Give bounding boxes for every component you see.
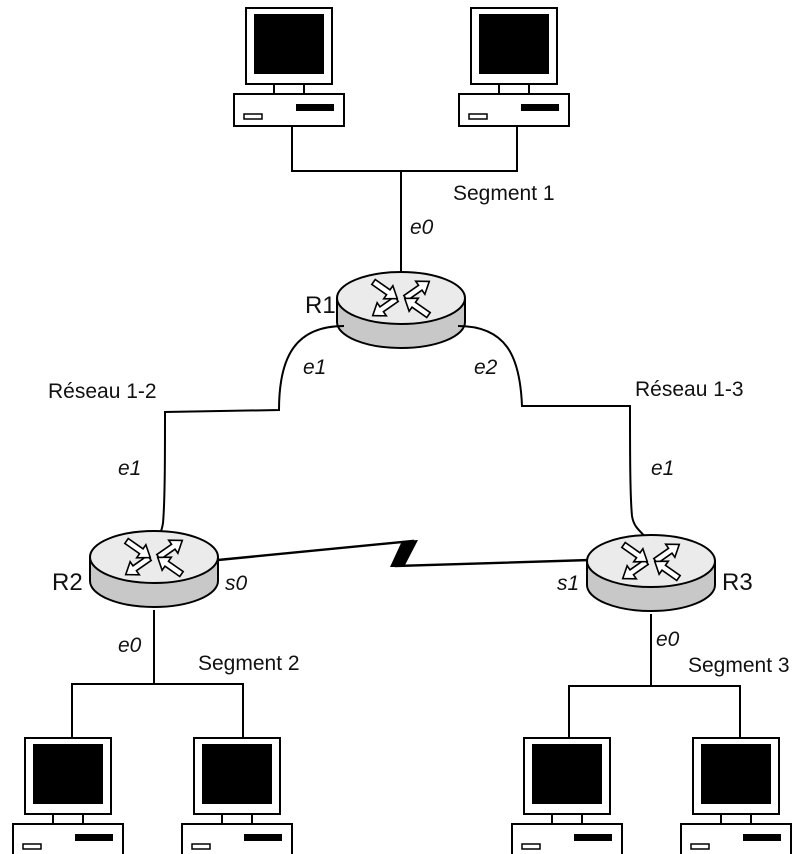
reseau-1-3-label: Réseau 1-3: [635, 378, 744, 401]
segment-3-label: Segment 3: [688, 654, 790, 677]
router-icon: [89, 530, 219, 608]
segment-2-label: Segment 2: [198, 652, 300, 675]
computer-icon: [181, 737, 293, 854]
interface-label: e1: [118, 457, 141, 480]
interface-label: e0: [410, 216, 434, 239]
computer-icon: [458, 7, 570, 127]
interface-label: e1: [303, 356, 326, 379]
cable: [291, 127, 518, 172]
interface-label: s0: [225, 572, 248, 595]
segment-1-label: Segment 1: [453, 182, 555, 205]
router-label-r3: R3: [722, 569, 753, 596]
router-label-r2: R2: [52, 569, 83, 596]
interface-label: e1: [651, 457, 674, 480]
router-icon: [336, 271, 466, 349]
interface-label: s1: [557, 572, 579, 595]
router-label-r1: R1: [305, 292, 336, 319]
computer-icon: [233, 7, 345, 127]
reseau-1-2-label: Réseau 1-2: [48, 380, 157, 403]
router-icon: [586, 534, 716, 612]
serial-link-bolt: [390, 540, 418, 567]
interface-label: e0: [118, 634, 142, 657]
cable: [71, 683, 244, 738]
computer-icon: [511, 737, 623, 854]
interface-label: e0: [656, 628, 680, 651]
computer-icon: [680, 737, 792, 854]
interface-label: e2: [474, 356, 498, 379]
computer-icon: [12, 737, 124, 854]
cable: [568, 685, 741, 738]
cable: [457, 325, 647, 539]
